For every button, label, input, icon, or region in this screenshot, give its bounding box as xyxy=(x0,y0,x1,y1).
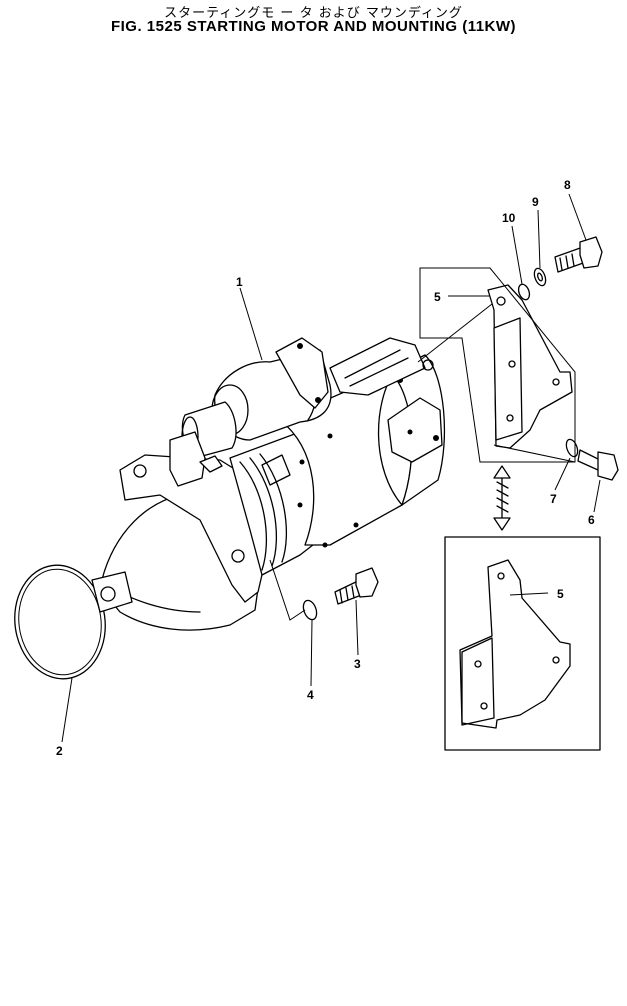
washer-4 xyxy=(302,599,318,621)
bolt-3 xyxy=(334,567,379,605)
leader-lines xyxy=(61,193,601,743)
bolt-6 xyxy=(577,449,619,481)
callout-5-upper: 5 xyxy=(434,290,441,304)
washer-7 xyxy=(565,438,579,458)
callout-3: 3 xyxy=(354,657,361,671)
callout-labels: 1 2 3 4 5 5 6 7 8 9 10 xyxy=(56,178,595,758)
starting-motor xyxy=(91,337,446,631)
callout-8: 8 xyxy=(564,178,571,192)
callout-5-lower: 5 xyxy=(557,587,564,601)
washer-10 xyxy=(517,283,531,301)
bolt-8 xyxy=(554,236,603,273)
bolt-3-leader-box xyxy=(269,559,306,621)
callout-9: 9 xyxy=(532,195,539,209)
callout-4: 4 xyxy=(307,688,314,702)
callout-1: 1 xyxy=(236,275,243,289)
upper-bracket xyxy=(417,267,576,463)
callout-6: 6 xyxy=(588,513,595,527)
o-ring xyxy=(14,564,106,680)
callout-7: 7 xyxy=(550,492,557,506)
alternative-arrow xyxy=(493,465,511,531)
callout-2: 2 xyxy=(56,744,63,758)
alternative-bracket-box xyxy=(444,536,601,751)
washer-9 xyxy=(533,267,547,287)
title-japanese: スターティングモ ー タ および マウンディング xyxy=(164,6,463,21)
figure-title: FIG. 1525 STARTING MOTOR AND MOUNTING (1… xyxy=(110,18,517,35)
callout-10: 10 xyxy=(502,211,516,225)
